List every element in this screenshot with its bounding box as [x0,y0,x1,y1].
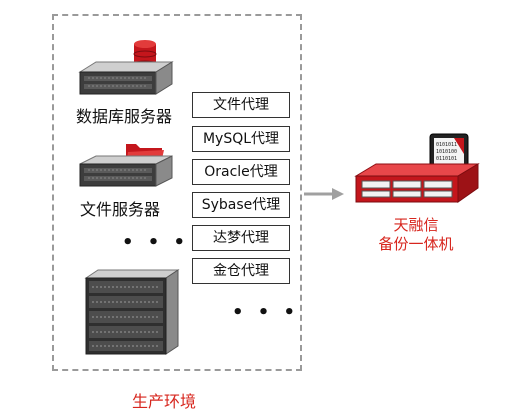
server-rack-icon [84,269,180,355]
appliance-label-line1: 天融信 [393,216,439,234]
svg-text:0101011: 0101011 [436,142,457,148]
database-server-label: 数据库服务器 [76,107,173,126]
agent-oracle: Oracle代理 [192,159,290,185]
backup-appliance-icon: 0101011 1010100 0110101 [354,133,480,203]
svg-text:1010100: 1010100 [436,149,457,155]
agents-ellipsis: • • • [232,302,300,323]
agent-mysql: MySQL代理 [192,126,290,152]
agent-dameng: 达梦代理 [192,225,290,251]
file-server-label: 文件服务器 [80,200,161,219]
appliance-label-line2: 备份一体机 [378,235,454,253]
agent-file: 文件代理 [192,92,290,118]
file-server-icon [79,144,173,187]
arrow-right-icon [304,188,344,200]
svg-text:0110101: 0110101 [436,156,457,162]
database-server-icon [78,40,174,95]
servers-ellipsis: • • • [122,232,190,253]
agent-sybase: Sybase代理 [192,192,290,218]
production-environment-label: 生产环境 [132,392,197,411]
agent-kingbase: 金仓代理 [192,258,290,284]
production-environment-box [52,14,302,371]
